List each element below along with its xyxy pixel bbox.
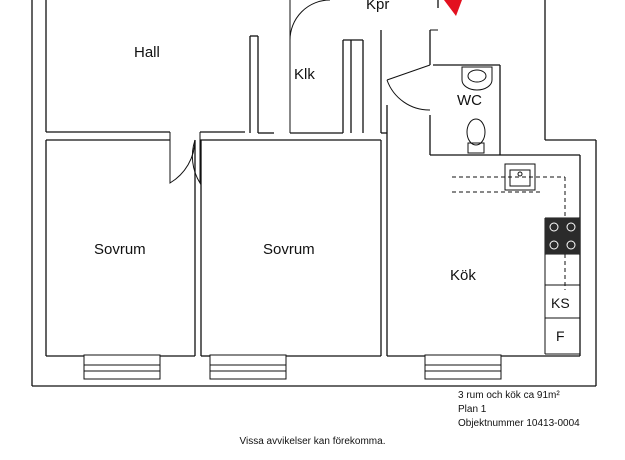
info-object-number: Objektnummer 10413-0004 [458, 418, 580, 429]
fixture-label-f: F [556, 328, 565, 344]
entrance-arrow-icon [444, 0, 462, 16]
stove [545, 218, 580, 254]
disclaimer: Vissa avvikelser kan förekomma. [239, 436, 386, 447]
windows [83, 354, 502, 380]
interior-walls [45, 0, 581, 357]
room-label-kok: Kök [450, 267, 476, 284]
wc-fixtures [461, 66, 493, 154]
fixture-label-ks: KS [551, 295, 570, 311]
info-rooms: 3 rum och kök ca 91m² [458, 390, 560, 401]
room-label-kpr: Kpr [366, 0, 389, 13]
info-plan: Plan 1 [458, 404, 487, 415]
room-label-hall: Hall [134, 44, 160, 61]
room-label-sovrum-1: Sovrum [94, 241, 146, 258]
kitchen-sink [504, 163, 536, 191]
doors [169, 0, 438, 185]
room-label-sovrum-2: Sovrum [263, 241, 315, 258]
room-label-klk: Klk [294, 66, 315, 83]
outer-walls [31, 0, 597, 387]
plan-info: 3 rum och kök ca 91m² Plan 1 Objektnumme… [458, 389, 580, 431]
room-label-wc: WC [457, 92, 482, 109]
